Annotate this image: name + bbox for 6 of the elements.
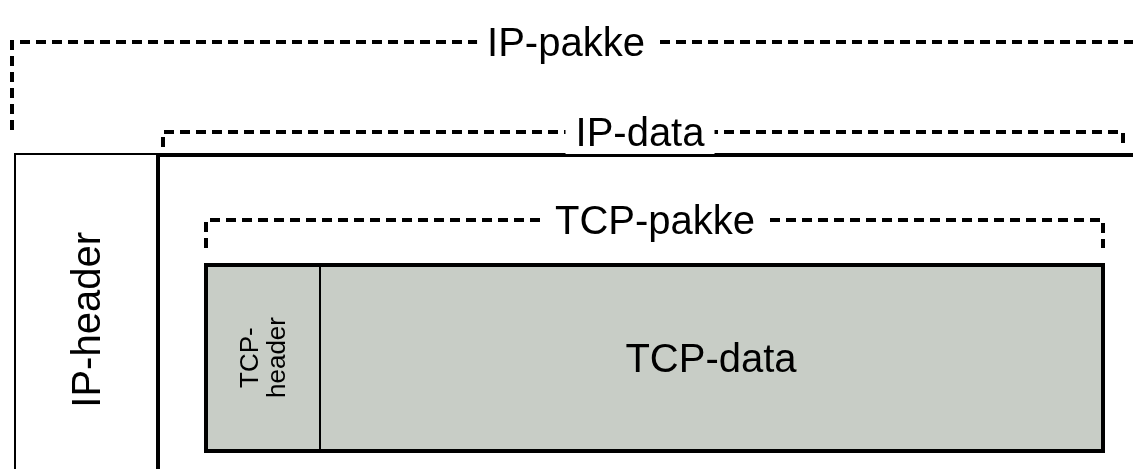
cell-label: IP-header — [65, 232, 107, 408]
data-cell — [321, 263, 1105, 453]
cell-label: TCP- header — [236, 316, 291, 401]
header-cell — [204, 263, 323, 453]
header-cell — [16, 155, 160, 469]
cell-label: TCP-data — [625, 337, 797, 379]
